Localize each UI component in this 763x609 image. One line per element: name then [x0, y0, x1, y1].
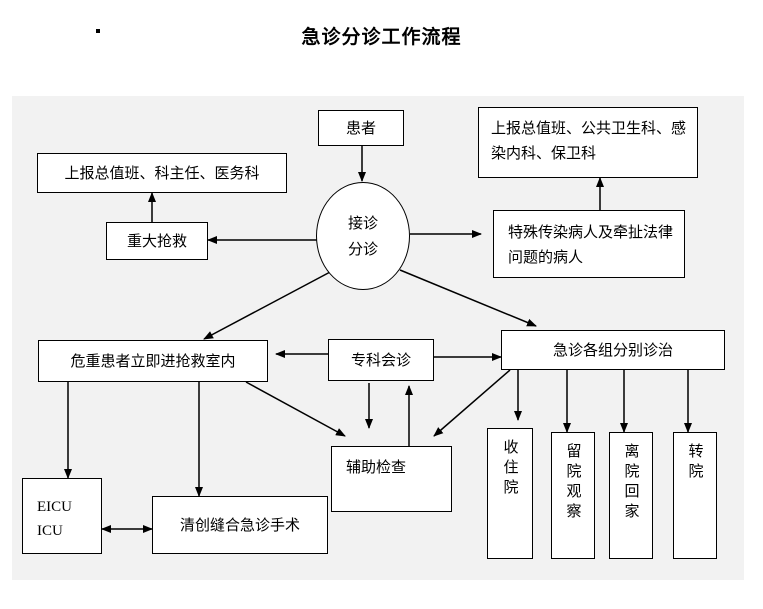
- node-admission: 收住院: [487, 428, 533, 559]
- node-major-rescue: 重大抢救: [106, 222, 208, 260]
- node-transfer-label: 转院: [686, 443, 705, 483]
- node-special-cases: 特殊传染病人及牵扯法律问题的病人: [493, 210, 685, 278]
- edge-triage-to-group: [399, 269, 537, 327]
- page-title: 急诊分诊工作流程: [301, 26, 462, 48]
- node-debridement-label: 清创缝合急诊手术: [179, 515, 300, 534]
- edge-critical-to-exam: [245, 381, 346, 437]
- node-admission-label: 收住院: [501, 439, 520, 499]
- node-eicu: EICU ICU: [22, 478, 102, 554]
- node-observation-label: 留院观察: [564, 443, 583, 523]
- node-triage: 接诊 分诊: [316, 182, 410, 290]
- node-report-public-health-label: 上报总值班、公共卫生科、感染内科、保卫科: [491, 119, 687, 162]
- edge-group-to-exam: [433, 369, 511, 437]
- node-critical-patient: 危重患者立即进抢救室内: [38, 340, 268, 382]
- node-eicu-line1: EICU: [37, 499, 72, 515]
- node-patient: 患者: [318, 110, 404, 146]
- node-observation: 留院观察: [551, 432, 595, 559]
- node-report-admin: 上报总值班、科主任、医务科: [37, 153, 287, 193]
- node-specialist-consult: 专科会诊: [328, 339, 434, 381]
- node-group-treatment: 急诊各组分别诊治: [501, 330, 725, 370]
- node-debridement: 清创缝合急诊手术: [152, 496, 328, 554]
- edge-triage-to-critical: [203, 270, 333, 340]
- node-report-public-health: 上报总值班、公共卫生科、感染内科、保卫科: [478, 107, 698, 178]
- node-report-admin-label: 上报总值班、科主任、医务科: [64, 163, 260, 182]
- node-special-cases-label: 特殊传染病人及牵扯法律问题的病人: [508, 223, 674, 266]
- node-aux-exam: 辅助检查: [331, 446, 452, 512]
- node-discharge-label: 离院回家: [622, 443, 641, 523]
- node-critical-patient-label: 危重患者立即进抢救室内: [70, 351, 236, 370]
- node-triage-line2: 分诊: [347, 240, 378, 258]
- node-aux-exam-label: 辅助检查: [346, 458, 407, 476]
- node-discharge: 离院回家: [609, 432, 653, 559]
- node-patient-label: 患者: [345, 118, 376, 137]
- node-transfer: 转院: [673, 432, 717, 559]
- title-bullet: [96, 29, 100, 33]
- node-eicu-line2: ICU: [37, 523, 63, 539]
- node-triage-line1: 接诊: [347, 214, 378, 232]
- node-specialist-consult-label: 专科会诊: [350, 350, 411, 369]
- node-group-treatment-label: 急诊各组分别诊治: [552, 340, 673, 359]
- node-major-rescue-label: 重大抢救: [126, 231, 187, 250]
